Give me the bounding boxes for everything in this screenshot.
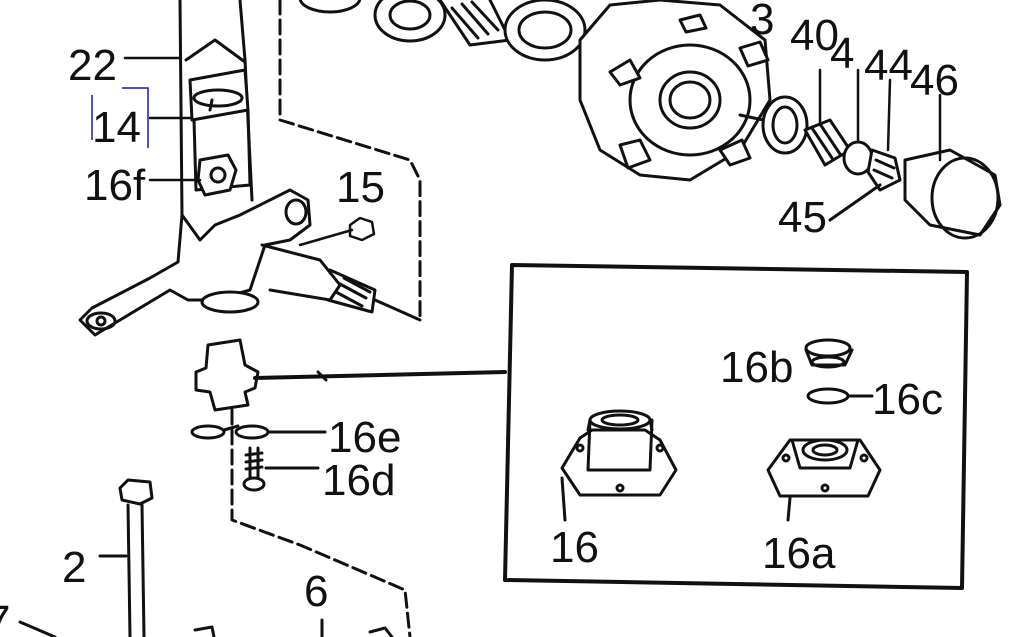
leader-6 (320, 618, 394, 637)
label-3: 3 (750, 0, 774, 44)
label-14: 14 (92, 103, 141, 152)
label-6: 6 (304, 567, 328, 616)
label-2: 2 (62, 543, 86, 592)
leader-lines-top (123, 56, 942, 182)
label-16: 16 (550, 523, 599, 572)
label-46: 46 (910, 56, 959, 105)
mount-16a (766, 438, 882, 522)
wheel-hub (578, 0, 812, 182)
long-bolt-2 (18, 478, 216, 637)
label-4: 4 (830, 29, 854, 78)
label-16c: 16c (872, 375, 943, 424)
bearings-top-left (298, 0, 587, 62)
label-7: 7 (0, 597, 10, 637)
strut-assembly (178, 0, 254, 217)
ball-joint (194, 338, 507, 412)
label-16f: 16f (84, 161, 146, 210)
label-16a: 16a (762, 529, 836, 578)
seal-16b (804, 338, 854, 369)
bolts-16d (242, 446, 320, 492)
label-40: 40 (790, 11, 839, 60)
ring-16c (806, 387, 874, 405)
label-16e: 16e (328, 413, 401, 462)
mount-16 (560, 409, 678, 522)
label-16d: 16d (322, 456, 395, 505)
bracket-mark (91, 87, 149, 148)
outer-bearing-set (761, 95, 1002, 240)
washers-16e (190, 424, 327, 440)
label-16b: 16b (720, 343, 793, 392)
label-15: 15 (336, 163, 385, 212)
inset-box (503, 263, 969, 590)
dashed-boundary-left (230, 0, 422, 637)
steering-knuckle (78, 188, 422, 337)
label-45: 45 (778, 193, 827, 242)
label-22: 22 (68, 41, 117, 90)
label-44: 44 (864, 41, 913, 90)
knuckle-nut (298, 216, 376, 247)
